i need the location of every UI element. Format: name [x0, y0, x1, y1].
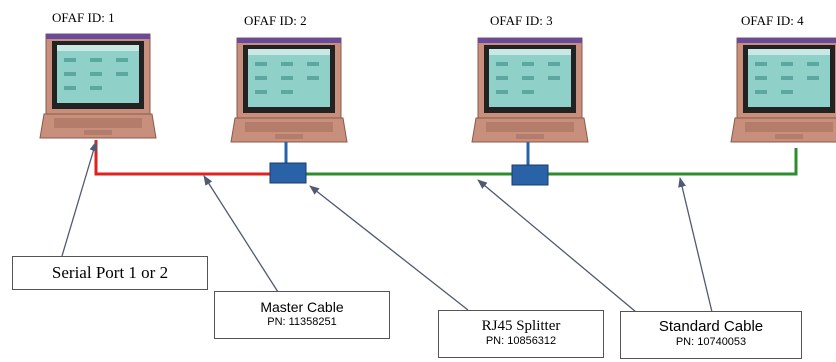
node-label-1: OFAF ID: 1: [52, 10, 115, 25]
serial-port-label: Serial Port 1 or 2: [51, 263, 169, 282]
standard-cable-callout: Standard Cable PN: 10740053: [620, 311, 802, 359]
standard-cable-label: Standard Cable: [658, 318, 764, 335]
node-label-4: OFAF ID: 4: [741, 13, 804, 28]
node-label-2: OFAF ID: 2: [244, 13, 307, 28]
standard-cable-pn: PN: 10740053: [675, 336, 747, 348]
master-cable-callout: Master Cable PN: 11358251: [214, 291, 390, 339]
serial-pointer: [61, 141, 98, 257]
rj45-splitter-pn: PN: 10856312: [485, 335, 557, 347]
master-cable: [94, 140, 286, 176]
rj45-splitter-2: [511, 164, 549, 186]
master-cable-label: Master Cable: [260, 299, 344, 315]
splitter-pointer: [309, 185, 469, 311]
node-label-3: OFAF ID: 3: [490, 13, 553, 28]
laptop-2: [230, 37, 348, 143]
laptop-4: [730, 37, 836, 143]
laptop-3: [471, 37, 589, 143]
rj45-splitter-label: RJ45 Splitter: [481, 318, 561, 334]
rj45-splitter-callout: RJ45 Splitter PN: 10856312: [438, 310, 604, 358]
master-pointer: [203, 175, 279, 293]
standard-pointer-right: [678, 177, 713, 313]
rj45-splitter-1: [269, 162, 307, 184]
laptop-1: [39, 33, 157, 139]
master-cable-pn: PN: 11358251: [267, 316, 337, 328]
standard-cable: [300, 148, 798, 176]
standard-pointer-left: [477, 179, 637, 313]
serial-port-callout: Serial Port 1 or 2: [12, 256, 208, 290]
